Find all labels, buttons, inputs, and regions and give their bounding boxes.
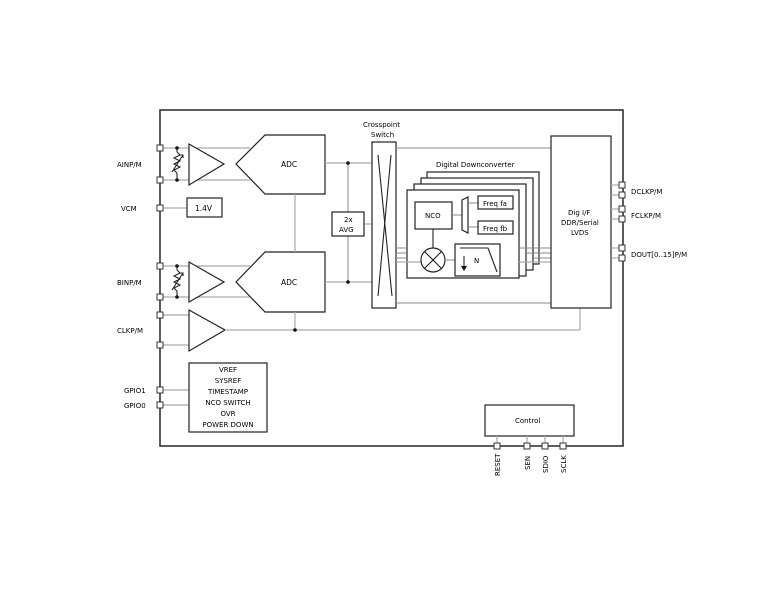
label-fclkp-m: FCLKP/M [631, 212, 661, 220]
pin-doutp[interactable] [618, 244, 626, 252]
adc-a-label: ADC [281, 160, 297, 169]
freq-a-label: Freq fa [483, 200, 507, 208]
label-sdio: SDIO [542, 455, 550, 473]
label-reset: RESET [494, 453, 502, 476]
gpio-func-ovr: OVR [220, 410, 235, 418]
control-block: Control [484, 404, 575, 446]
down-arrow-icon [461, 266, 467, 271]
nco-block [414, 201, 453, 230]
vref-1p4v-block [186, 197, 223, 218]
amplifier-a-icon [188, 142, 226, 187]
bottom-pins: RESET SEN SDIO SCLK [493, 442, 568, 476]
clock-buffer-icon [188, 308, 227, 353]
pin-dclkm[interactable] [618, 191, 626, 199]
control-label: Control [515, 417, 540, 425]
label-sen: SEN [524, 456, 532, 470]
label-clkp-m: CLKP/M [117, 327, 143, 335]
label-dclkp-m: DCLKP/M [631, 188, 662, 196]
gpio-func-vref: VREF [219, 366, 237, 374]
label-gpio0: GPIO0 [124, 402, 146, 410]
digif-label-line3: LVDS [571, 229, 589, 237]
pin-reset[interactable] [493, 442, 501, 450]
label-vcm: VCM [121, 205, 137, 213]
variable-resistor-icon [171, 266, 184, 297]
pin-fclkm[interactable] [618, 215, 626, 223]
pin-dclkp[interactable] [618, 181, 626, 189]
label-binp-m: BINP/M [117, 279, 142, 287]
crosspoint-switch: Crosspoint Switch [363, 121, 400, 309]
adc-b-label: ADC [281, 278, 297, 287]
pin-gpio1[interactable] [156, 386, 164, 394]
freq-b-label: Freq fb [483, 225, 508, 233]
left-pins: AINP/M VCM BINP/M CLKP/M GPIO1 GPIO0 [117, 144, 164, 410]
pin-sdio[interactable] [541, 442, 549, 450]
channel-b-input: ADC [161, 251, 326, 313]
gpio-func-power-down: POWER DOWN [202, 421, 253, 429]
pin-ainm[interactable] [156, 176, 164, 184]
clock-input [161, 194, 581, 353]
freq-b-block [477, 220, 514, 235]
pin-gpio0[interactable] [156, 401, 164, 409]
pin-binm[interactable] [156, 293, 164, 301]
digital-downconverter: Digital Downconverter NCO Freq fa Freq f… [396, 161, 551, 279]
decimation-label: N [474, 257, 479, 265]
variable-resistor-icon [171, 148, 184, 180]
avg-label-line2: AVG [339, 226, 354, 234]
chip-boundary [159, 109, 624, 447]
label-ainp-m: AINP/M [117, 161, 142, 169]
digif-label-line1: Dig I/F [568, 209, 590, 217]
pin-clkm[interactable] [156, 341, 164, 349]
freq-a-block [477, 195, 514, 210]
pin-binp[interactable] [156, 262, 164, 270]
vref-value-label: 1.4V [195, 204, 213, 213]
mux-icon [461, 196, 469, 234]
vcm-section: 1.4V [161, 197, 223, 218]
pin-sclk[interactable] [559, 442, 567, 450]
channel-a-input: ADC [161, 134, 326, 195]
gpio-func-sysref: SYSREF [215, 377, 241, 385]
avg-label-line1: 2x [344, 216, 353, 224]
ddc-title: Digital Downconverter [436, 161, 515, 169]
label-sclk: SCLK [560, 455, 568, 473]
adc-output-wiring [325, 161, 372, 284]
pin-ainp[interactable] [156, 144, 164, 152]
label-dout-p-m: DOUT[0..15]P/M [631, 251, 687, 259]
crosspoint-label-line1: Crosspoint [363, 121, 400, 129]
gpio-function-block: VREF SYSREF TIMESTAMP NCO SWITCH OVR POW… [161, 362, 268, 433]
pin-clkp[interactable] [156, 311, 164, 319]
pin-doutm[interactable] [618, 254, 626, 262]
pin-sen[interactable] [523, 442, 531, 450]
digital-interface: Dig I/F DDR/Serial LVDS [550, 135, 622, 309]
gpio-func-nco-switch: NCO SWITCH [205, 399, 250, 407]
digif-label-line2: DDR/Serial [561, 219, 599, 227]
crosspoint-label-line2: Switch [371, 131, 394, 139]
amplifier-b-icon [188, 260, 226, 304]
pin-vcm[interactable] [156, 204, 164, 212]
nco-label: NCO [425, 212, 441, 220]
averaging-block [331, 211, 365, 237]
pin-fclkp[interactable] [618, 205, 626, 213]
label-gpio1: GPIO1 [124, 387, 146, 395]
gpio-func-timestamp: TIMESTAMP [207, 388, 248, 396]
right-pins: DCLKP/M FCLKP/M DOUT[0..15]P/M [618, 181, 687, 262]
